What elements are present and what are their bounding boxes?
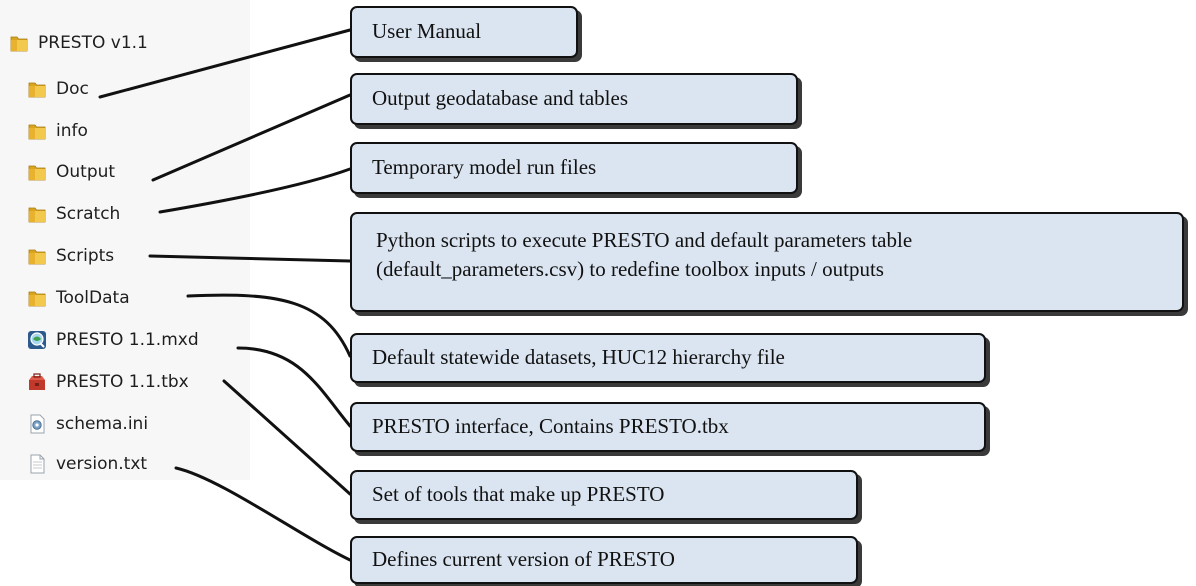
- connector-scripts: [148, 254, 352, 263]
- tree-item-label: Doc: [56, 79, 89, 99]
- callout-python-scripts: Python scripts to execute PRESTO and def…: [350, 212, 1184, 312]
- tree-item-label: Scratch: [56, 204, 121, 224]
- connector-output: [151, 93, 352, 182]
- callout-version-definition: Defines current version of PRESTO: [350, 536, 858, 584]
- tree-root-presto-v1-1[interactable]: PRESTO v1.1: [8, 28, 148, 58]
- tree-item-tooldata[interactable]: ToolData: [26, 283, 130, 313]
- tree-item-label: PRESTO 1.1.mxd: [56, 330, 199, 350]
- callout-default-datasets: Default statewide datasets, HUC12 hierar…: [350, 333, 986, 383]
- connector-tooldata: [186, 293, 352, 358]
- tree-item-label: ToolData: [56, 288, 130, 308]
- connector-scratch: [158, 167, 352, 214]
- tree-root-label: PRESTO v1.1: [38, 33, 148, 53]
- tree-item-version-txt[interactable]: version.txt: [26, 449, 147, 479]
- tree-item-label: Scripts: [56, 246, 115, 266]
- connector-doc: [98, 28, 352, 99]
- callout-set-of-tools: Set of tools that make up PRESTO: [350, 470, 858, 520]
- callout-text-line: (default_parameters.csv) to redefine too…: [376, 257, 884, 282]
- tree-item-presto-mxd[interactable]: PRESTO 1.1.mxd: [26, 325, 199, 355]
- connector-version-txt: [174, 466, 352, 562]
- callout-text-line: Python scripts to execute PRESTO and def…: [376, 228, 913, 252]
- tree-item-output[interactable]: Output: [26, 157, 115, 187]
- callout-text: Output geodatabase and tables: [372, 86, 628, 111]
- tree-item-doc[interactable]: Doc: [26, 74, 89, 104]
- callout-output-geodatabase: Output geodatabase and tables: [350, 73, 798, 125]
- callout-presto-interface: PRESTO interface, Contains PRESTO.tbx: [350, 402, 986, 452]
- tree-item-label: info: [56, 121, 88, 141]
- tree-item-schema-ini[interactable]: schema.ini: [26, 409, 148, 439]
- tree-item-label: Output: [56, 162, 116, 182]
- callout-text: Default statewide datasets, HUC12 hierar…: [372, 345, 785, 370]
- callout-text: User Manual: [372, 19, 482, 44]
- connector-presto-tbx: [222, 379, 352, 496]
- tree-item-info[interactable]: info: [26, 116, 88, 146]
- callout-text: Set of tools that make up PRESTO: [372, 482, 665, 507]
- tree-item-presto-tbx[interactable]: PRESTO 1.1.tbx: [26, 367, 189, 397]
- callout-user-manual: User Manual: [350, 6, 578, 58]
- tree-item-scripts[interactable]: Scripts: [26, 241, 114, 271]
- connector-presto-mxd: [236, 346, 352, 428]
- callout-text: Temporary model run files: [372, 155, 597, 180]
- tree-item-label: version.txt: [56, 454, 148, 474]
- callout-temporary-files: Temporary model run files: [350, 142, 798, 194]
- tree-item-label: PRESTO 1.1.tbx: [56, 372, 189, 392]
- callout-text: Defines current version of PRESTO: [372, 547, 675, 572]
- file-tree: PRESTO v1.1 Doc info Output Scratch Scri…: [0, 0, 250, 480]
- tree-item-scratch[interactable]: Scratch: [26, 199, 120, 229]
- tree-item-label: schema.ini: [56, 414, 149, 434]
- callout-text: PRESTO interface, Contains PRESTO.tbx: [372, 414, 729, 439]
